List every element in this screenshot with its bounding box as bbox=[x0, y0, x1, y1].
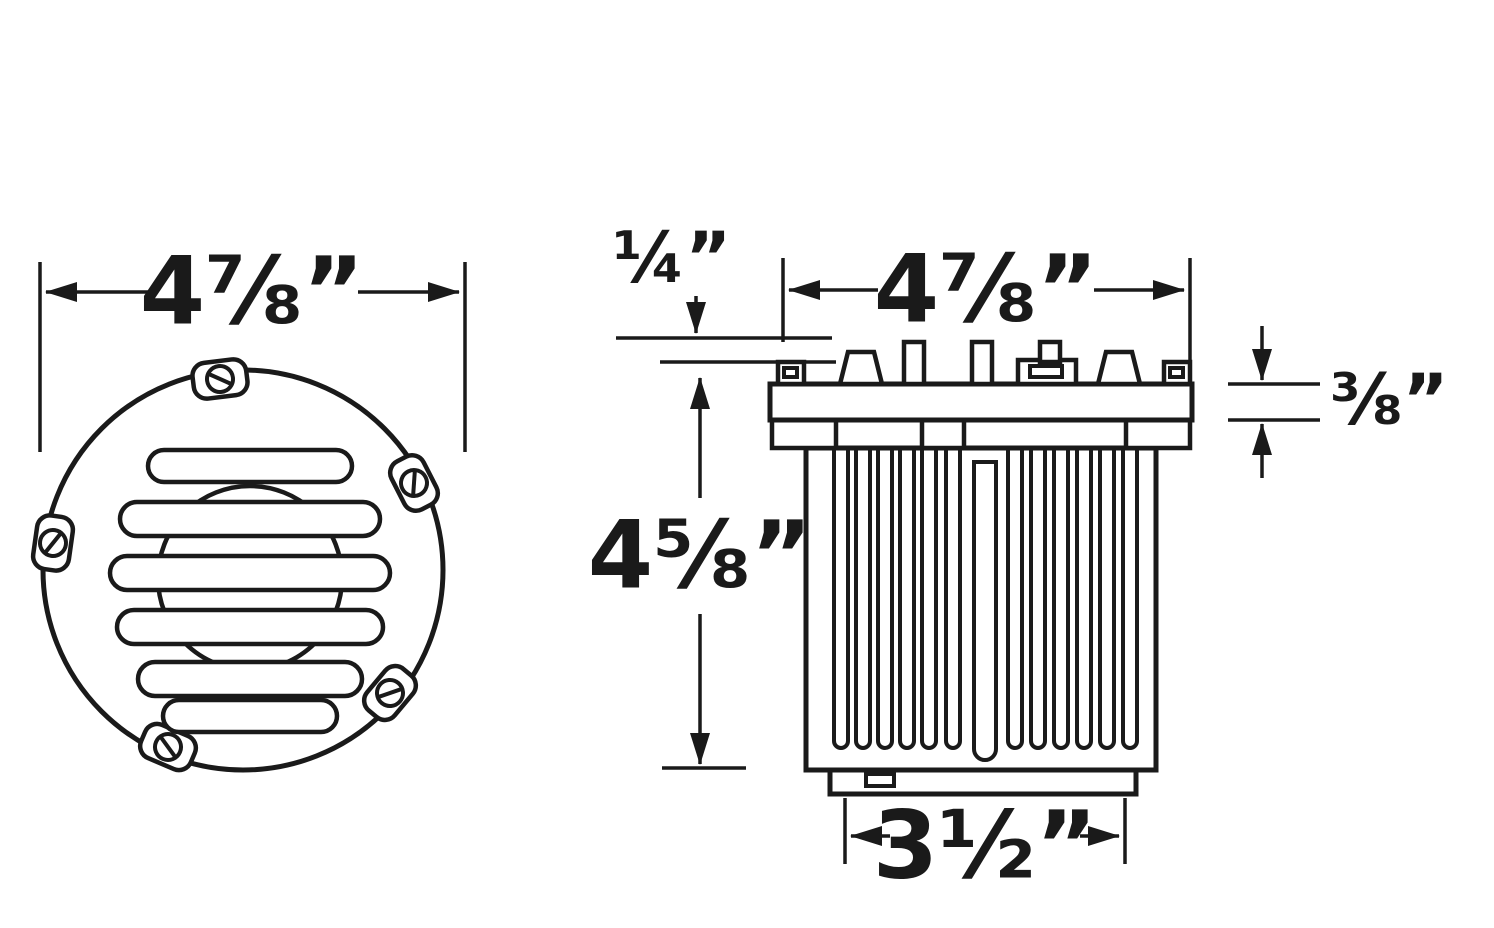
front-width-dimension: 4⅞” bbox=[38, 238, 467, 452]
base-width-dimension: 3½” bbox=[843, 792, 1127, 901]
body-height-dimension: 4⅝” bbox=[588, 377, 813, 770]
base-width-label: 3½” bbox=[873, 792, 1098, 901]
side-view-drawing bbox=[767, 339, 1195, 797]
flange-thickness-label: ⅜” bbox=[1330, 359, 1448, 441]
body-height-label: 4⅝” bbox=[588, 502, 813, 611]
side-body-fins bbox=[832, 448, 1139, 762]
side-width-label: 4⅞” bbox=[874, 236, 1099, 345]
top-offset-label: ¼” bbox=[613, 217, 731, 299]
front-view-drawing bbox=[30, 357, 446, 773]
top-offset-dimension: ¼” bbox=[613, 217, 836, 364]
front-width-label: 4⅞” bbox=[140, 238, 365, 347]
side-center-slot bbox=[972, 460, 998, 762]
side-body bbox=[803, 445, 1159, 773]
front-screw-top bbox=[190, 357, 250, 401]
side-flange-ears bbox=[769, 417, 1193, 451]
side-width-dimension: 4⅞” bbox=[781, 236, 1192, 380]
front-screw-bottom-right bbox=[361, 663, 419, 723]
flange-thickness-dimension: ⅜” bbox=[1228, 326, 1448, 478]
side-base-tab bbox=[864, 772, 896, 788]
front-screw-left bbox=[30, 513, 76, 573]
side-flange bbox=[767, 381, 1195, 423]
front-grille-louvers bbox=[107, 447, 393, 735]
side-flange-top-tabs bbox=[775, 339, 1193, 387]
front-screw-upper-right bbox=[387, 453, 441, 513]
